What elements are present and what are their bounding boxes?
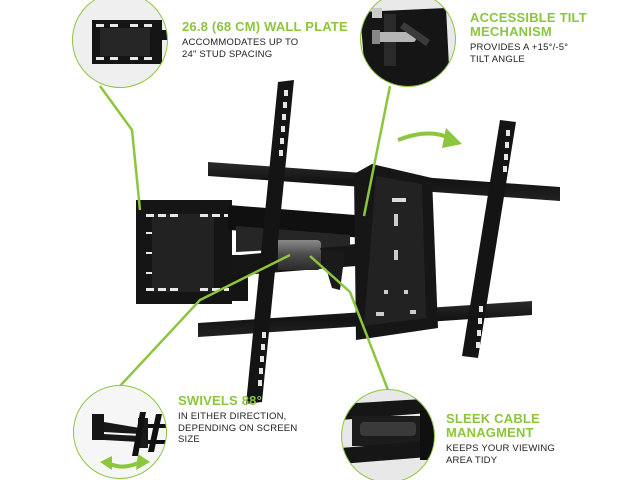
cable-description: KEEPS YOUR VIEWING AREA TIDY xyxy=(446,443,556,466)
wall-plate-title: 26.8 (68 CM) WALL PLATE xyxy=(182,19,348,34)
left-vertical-strap xyxy=(246,80,294,404)
wall-plate xyxy=(136,200,232,304)
right-vertical-strap xyxy=(462,120,516,358)
wall-plate-description: ACCOMMODATES UP TO 24" STUD SPACING xyxy=(182,37,299,60)
tilt-detail-circle xyxy=(360,0,456,87)
tilt-title: ACCESSIBLE TILT MECHANISM xyxy=(470,10,587,39)
tilt-description: PROVIDES A +15°/-5° TILT ANGLE xyxy=(470,42,569,65)
cable-detail-circle xyxy=(341,389,435,480)
callout-connectors xyxy=(98,85,392,391)
tv-wall-mount xyxy=(136,80,560,404)
swivel-title: SWIVELS 88° xyxy=(178,393,262,408)
swivel-joint xyxy=(275,240,321,270)
swivel-detail-circle xyxy=(73,385,167,479)
cable-title: SLEEK CABLE MANAGMENT xyxy=(446,411,540,440)
wall-plate-callout: 26.8 (68 CM) WALL PLATE ACCOMMODATES UP … xyxy=(182,20,348,60)
tilt-callout: ACCESSIBLE TILT MECHANISM PROVIDES A +15… xyxy=(470,11,587,65)
wall-plate-detail-circle xyxy=(72,0,168,88)
swivel-description: IN EITHER DIRECTION, DEPENDING ON SCREEN… xyxy=(178,411,298,445)
tv-bracket-plate xyxy=(354,164,438,340)
tilt-direction-arrow-icon xyxy=(397,131,451,142)
cable-callout: SLEEK CABLE MANAGMENT KEEPS YOUR VIEWING… xyxy=(446,412,555,466)
swivel-callout: SWIVELS 88° IN EITHER DIRECTION, DEPENDI… xyxy=(178,394,297,446)
